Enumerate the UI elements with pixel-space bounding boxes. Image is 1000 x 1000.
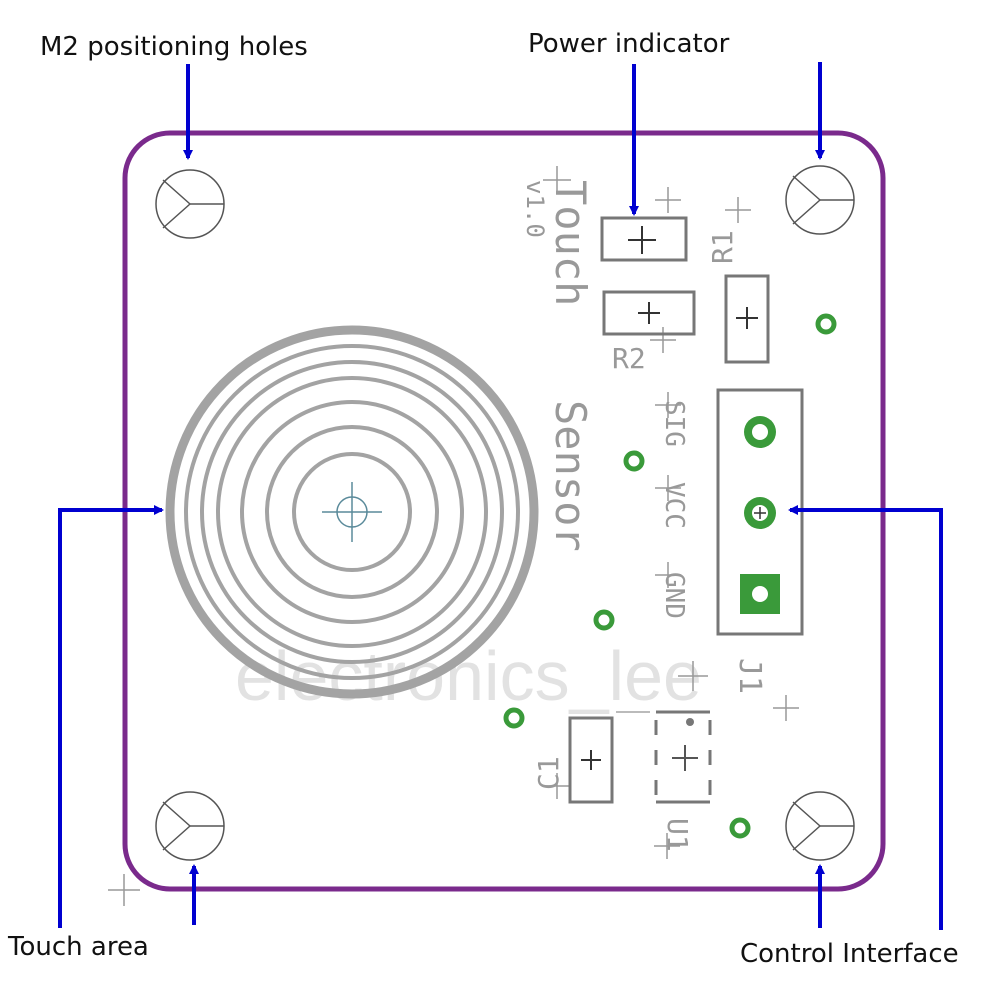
r1-label: R1 [706, 230, 739, 264]
callout-touch-area: Touch area [7, 932, 149, 962]
callout-control-interface: Control Interface [740, 939, 959, 969]
mounting-hole-bottom-right [785, 791, 855, 861]
arrow-control-interface [788, 505, 943, 930]
callout-power-indicator: Power indicator [528, 29, 730, 59]
u1-label: U1 [661, 818, 694, 852]
power-led-footprint [600, 216, 688, 262]
vias [503, 313, 837, 839]
u1-footprint [654, 710, 712, 804]
silk-crosses [108, 166, 799, 906]
r2-footprint [602, 290, 696, 336]
touch-pad [165, 325, 539, 699]
j1-label: J1 [732, 658, 767, 694]
j1-pin-sig [744, 416, 776, 448]
c1-footprint [568, 711, 650, 804]
version-label: v1.0 [521, 180, 549, 238]
arrow-touch-area [58, 505, 164, 928]
j1-pin-gnd [740, 574, 780, 614]
callout-mounting-holes: M2 positioning holes [40, 32, 308, 62]
pin-label-vcc: VCC [659, 482, 689, 529]
mounting-hole-bottom-left [155, 791, 225, 861]
board-title-sensor: Sensor [546, 400, 595, 552]
j1-pin-vcc [744, 497, 776, 529]
c1-label: C1 [532, 756, 565, 790]
pin-label-sig: SIG [659, 400, 689, 447]
touch-pad-center-mark [322, 482, 382, 542]
mounting-hole-top-left [155, 169, 225, 239]
r1-footprint [724, 274, 770, 364]
board-title-touch: Touch [546, 180, 595, 306]
r2-label: R2 [612, 342, 646, 375]
pin-label-gnd: GND [659, 572, 689, 619]
mounting-hole-top-right [785, 165, 855, 235]
arrows [58, 62, 943, 930]
j1-cross [678, 661, 708, 691]
